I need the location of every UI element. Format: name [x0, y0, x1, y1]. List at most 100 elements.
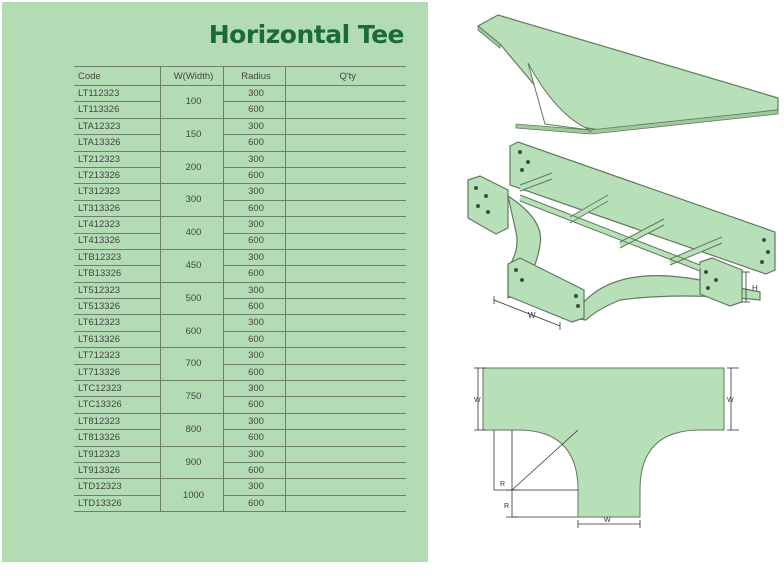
cell-radius: 300 [222, 413, 285, 431]
cell-qty [284, 462, 406, 480]
cell-qty [284, 200, 406, 218]
header-code: Code [74, 66, 160, 86]
ladder-tee-drawing: W H [467, 141, 776, 330]
cover-plate-front-edge [515, 123, 591, 135]
cell-code: LT213326 [74, 167, 160, 185]
cell-code: LTC13326 [74, 396, 160, 414]
cell-code: LT512323 [74, 282, 160, 300]
cell-code: LT612323 [74, 314, 160, 332]
table-row: LTB13326 600 [74, 265, 406, 283]
cell-radius: 600 [222, 265, 285, 283]
cell-code: LT413326 [74, 233, 160, 250]
cover-plate [476, 14, 779, 131]
ladder-rungs [518, 173, 724, 271]
cell-code: LT113326 [74, 101, 160, 119]
cell-code: LT313326 [74, 200, 160, 218]
cover-plate-left-edge [477, 25, 501, 49]
cell-qty [284, 314, 406, 332]
cell-qty [284, 364, 406, 382]
cell-radius: 600 [222, 462, 285, 480]
ladder-right-end [699, 257, 743, 307]
cell-code: LTC12323 [74, 380, 160, 398]
cell-radius: 600 [222, 495, 285, 513]
cell-radius: 300 [222, 478, 285, 496]
cell-width: 800 [159, 413, 223, 447]
cell-qty [284, 380, 406, 398]
plan-view-drawing: W W W R R [474, 367, 739, 528]
cover-plate-drawing [476, 14, 779, 135]
ladder-rung-edges [519, 172, 723, 272]
cell-code: LT312323 [74, 183, 160, 201]
cell-code: LT912323 [74, 446, 160, 463]
cell-qty [284, 396, 406, 414]
cell-code: LT513326 [74, 298, 160, 316]
cell-code: LT712323 [74, 347, 160, 365]
cell-code: LTD12323 [74, 478, 160, 496]
cell-qty [284, 216, 406, 234]
ladder-left-end [467, 175, 509, 235]
cell-qty [284, 101, 406, 119]
cell-width: 100 [159, 85, 223, 119]
cell-code: LTA12323 [74, 118, 160, 136]
ladder-front-rail [507, 257, 585, 323]
cell-code: LT812323 [74, 413, 160, 431]
cell-radius: 300 [222, 183, 285, 201]
cell-radius: 600 [222, 167, 285, 185]
cell-code: LTB13326 [74, 265, 160, 283]
cell-radius: 300 [222, 216, 285, 234]
cell-radius: 300 [222, 282, 285, 300]
cell-width: 700 [159, 347, 223, 382]
plan-dim-w-bottom: W [604, 517, 611, 524]
cell-qty [284, 331, 406, 349]
cell-radius: 300 [222, 85, 285, 103]
ladder-bolt-holes [474, 150, 770, 308]
cell-width: 750 [159, 380, 223, 414]
cell-qty [284, 478, 406, 496]
cell-code: LT813326 [74, 429, 160, 447]
table-row: LT513326 600 [74, 298, 406, 316]
cell-qty [284, 183, 406, 201]
cell-qty [284, 85, 406, 103]
cell-width: 900 [159, 446, 223, 480]
header-radius: Radius [222, 66, 285, 86]
table-row: LT113326 600 [74, 101, 406, 119]
ladder-rear-rail [509, 141, 776, 275]
cell-qty [284, 298, 406, 316]
cell-code: LT713326 [74, 364, 160, 382]
plan-dim-r-label: R [500, 481, 505, 488]
cell-width: 450 [159, 249, 223, 283]
cell-radius: 600 [222, 298, 285, 316]
cell-qty [284, 233, 406, 250]
cell-code: LT112323 [74, 85, 160, 103]
ladder-dimensions [493, 271, 750, 330]
plan-dim-r-label-lower: R [504, 503, 509, 510]
cell-code: LT412323 [74, 216, 160, 234]
header-width: W(Width) [159, 66, 223, 86]
cell-width: 150 [159, 118, 223, 152]
header-qty: Q'ty [284, 66, 406, 86]
cell-radius: 300 [222, 446, 285, 463]
cell-radius: 600 [222, 364, 285, 382]
cell-radius: 600 [222, 233, 285, 250]
cell-width: 1000 [159, 478, 223, 513]
cell-radius: 600 [222, 396, 285, 414]
cell-radius: 600 [222, 200, 285, 218]
cell-radius: 300 [222, 151, 285, 168]
cell-qty [284, 265, 406, 283]
cell-radius: 600 [222, 101, 285, 119]
cell-qty [284, 249, 406, 267]
